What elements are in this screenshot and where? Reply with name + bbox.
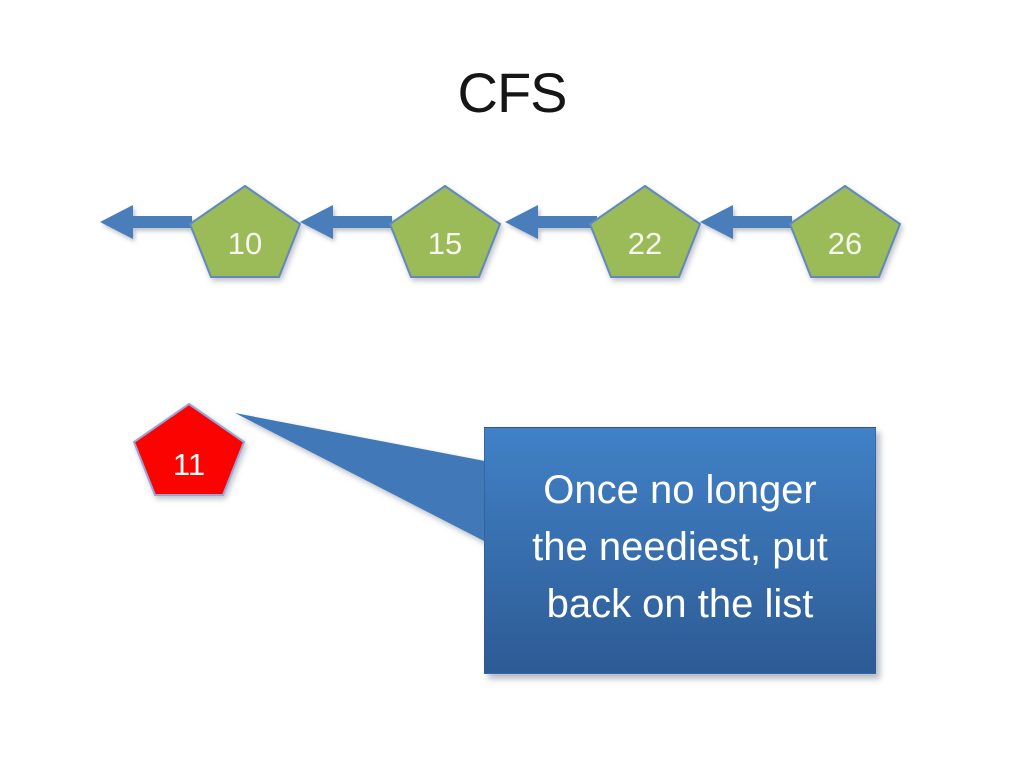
run-queue-node-10: 10	[187, 184, 303, 280]
left-arrow-shape	[300, 205, 392, 239]
run-queue-node-15: 15	[387, 184, 503, 280]
pentagon-icon	[388, 184, 502, 278]
left-arrow-icon	[100, 205, 192, 239]
callout-box: Once no longer the neediest, put back on…	[484, 427, 876, 674]
node-value: 10	[227, 226, 263, 261]
pentagon-shape	[588, 184, 702, 278]
run-queue-node-26: 26	[787, 184, 903, 280]
callout-text-line: the neediest, put	[532, 525, 828, 569]
left-arrow-shape	[100, 205, 192, 239]
left-arrow-shape	[700, 205, 792, 239]
pentagon-icon	[188, 184, 302, 278]
selected-task-node-11: 11	[131, 402, 247, 498]
left-arrow-icon	[505, 205, 597, 239]
callout-pointer-shape	[235, 413, 490, 544]
callout-text-line: back on the list	[546, 582, 814, 626]
node-value: 11	[172, 447, 206, 482]
callout-pointer	[235, 413, 490, 544]
pentagon-icon	[588, 184, 702, 278]
callout-text-line: Once no longer	[543, 468, 817, 512]
left-arrow-icon	[700, 205, 792, 239]
node-value: 22	[627, 226, 663, 261]
pentagon-shape	[788, 184, 902, 278]
pentagon-shape	[132, 402, 246, 496]
pentagon-icon	[132, 402, 246, 496]
node-value: 15	[427, 226, 463, 261]
run-queue-node-22: 22	[587, 184, 703, 280]
pentagon-shape	[388, 184, 502, 278]
left-arrow-icon	[300, 205, 392, 239]
left-arrow-shape	[505, 205, 597, 239]
slide-title: CFS	[457, 61, 568, 124]
node-value: 26	[827, 226, 863, 261]
pentagon-icon	[788, 184, 902, 278]
pentagon-shape	[188, 184, 302, 278]
